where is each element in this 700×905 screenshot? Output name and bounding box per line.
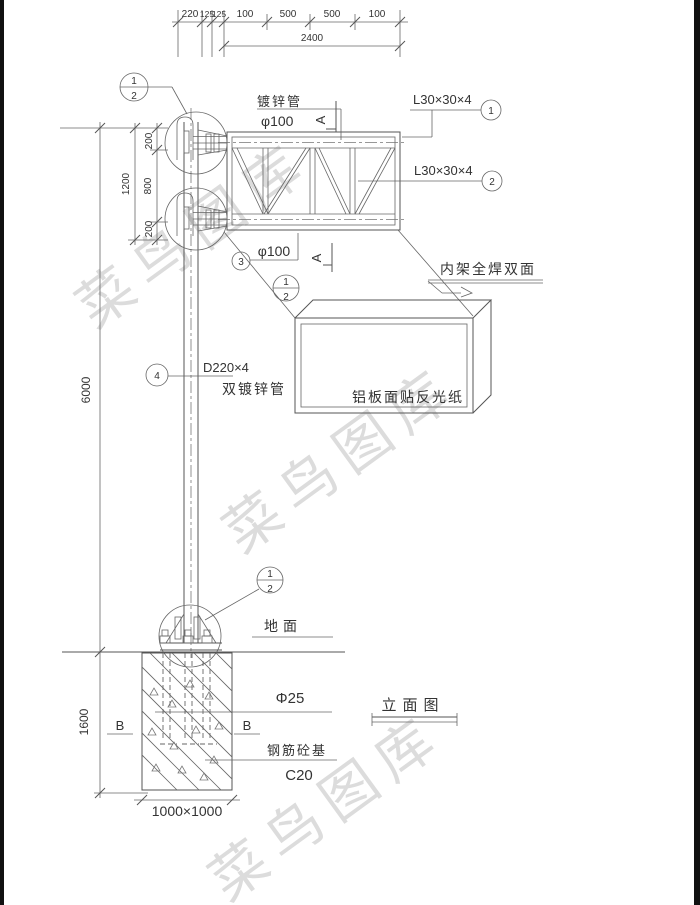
drawing-title: 立面图	[371, 697, 458, 726]
angle-steel-callout-2: L30×30×4 2	[358, 163, 503, 192]
panel-surface-label: 铝板面贴反光纸	[352, 389, 464, 405]
pipe-dia-bottom-callout: 3 φ100	[231, 233, 299, 271]
section-b-label: B	[116, 718, 125, 733]
balloon-4: 4	[154, 371, 160, 382]
footing-plan-dimension: 1000×1000	[134, 794, 240, 819]
anchor-bar-dia-label: Φ25	[276, 690, 305, 707]
balloon-1-2-top: 1 2	[119, 72, 188, 115]
watermark-text: 菜鸟图库	[65, 129, 322, 340]
base-plate-detail	[158, 604, 222, 668]
right-edge-bar	[694, 0, 700, 905]
pole-spec-callout: 4 D220×4 双镀锌管	[145, 360, 286, 397]
section-mark-a-top: A	[313, 101, 337, 132]
dim-1600: 1600	[77, 708, 91, 735]
balloon-1-2-base: 1 2	[204, 566, 284, 621]
section-a-label: A	[313, 115, 328, 124]
balloon-detail-2: 2	[283, 292, 289, 303]
section-mark-a-bottom: A	[309, 243, 333, 272]
dim-800: 800	[143, 177, 154, 194]
anchor-bar-callout: Φ25	[155, 690, 332, 713]
foundation-material-label: 钢筋砼基	[267, 743, 327, 758]
balloon-1-2-mid: 1 2	[223, 231, 300, 319]
balloon-1: 1	[488, 106, 494, 117]
balloon-detail-2: 2	[131, 91, 137, 102]
concrete-grade-label: C20	[285, 767, 313, 784]
open-arrowhead-icon	[460, 286, 473, 298]
angle-steel-2-label: L30×30×4	[414, 163, 473, 178]
inner-frame-weld-note: 内架全焊双面	[397, 229, 543, 317]
inner-frame-weld-label: 内架全焊双面	[440, 261, 536, 277]
pipe-dia-top-label: φ100	[261, 113, 294, 129]
section-a-label: A	[309, 253, 324, 262]
balloon-3: 3	[238, 257, 244, 268]
angle-steel-callout-1: L30×30×4 1	[402, 92, 502, 138]
dim-6000: 6000	[79, 376, 93, 403]
dim-200-top: 200	[144, 132, 155, 149]
pipe-dia-bottom-label: φ100	[258, 243, 291, 259]
billboard-panel: 铝板面贴反光纸	[294, 299, 493, 414]
ground-level: 地面	[62, 618, 345, 653]
watermark-text: 菜鸟图库	[198, 702, 455, 905]
concrete-hatch	[142, 653, 232, 790]
pole-spec-type-label: 双镀锌管	[222, 381, 286, 397]
balloon-detail-2: 2	[267, 584, 273, 595]
section-mark-b-right: B	[234, 718, 260, 735]
left-dimension-chain: 200 1200 800 200 6000 1600	[60, 122, 168, 799]
balloon-detail-1: 1	[131, 76, 137, 87]
dim-200-bottom: 200	[144, 220, 155, 237]
dim-2400: 2400	[301, 33, 324, 44]
connection-detail-lower	[164, 187, 228, 251]
dim-100: 100	[369, 9, 386, 20]
connection-detail-upper	[164, 111, 228, 175]
dim-1200: 1200	[121, 172, 132, 195]
left-edge-bar	[0, 0, 4, 905]
top-dimension-chain: 220 125 125 100 500 500 100 2400	[172, 9, 408, 57]
dim-125: 125	[212, 9, 226, 19]
foundation-block	[141, 652, 233, 791]
galvanized-pipe-label: 镀锌管	[257, 94, 302, 109]
dim-500: 500	[324, 9, 341, 20]
footing-plan-label: 1000×1000	[152, 803, 223, 819]
section-mark-b-left: B	[107, 718, 133, 735]
balloon-detail-1: 1	[283, 277, 289, 288]
ground-label: 地面	[264, 618, 302, 634]
balloon-detail-1: 1	[267, 569, 273, 580]
dim-100: 100	[237, 9, 254, 20]
foundation-material-callout: 钢筋砼基 C20	[205, 743, 337, 784]
dim-220: 220	[182, 9, 199, 20]
dim-500: 500	[280, 9, 297, 20]
dim-125: 125	[200, 9, 214, 19]
angle-steel-1-label: L30×30×4	[413, 92, 472, 107]
section-b-label: B	[243, 718, 252, 733]
pole-spec-dia-label: D220×4	[203, 360, 249, 375]
balloon-2: 2	[489, 177, 495, 188]
galvanized-pipe-callout: 镀锌管 φ100	[257, 94, 342, 140]
sign-pole	[183, 108, 199, 658]
title-label: 立面图	[381, 697, 444, 714]
